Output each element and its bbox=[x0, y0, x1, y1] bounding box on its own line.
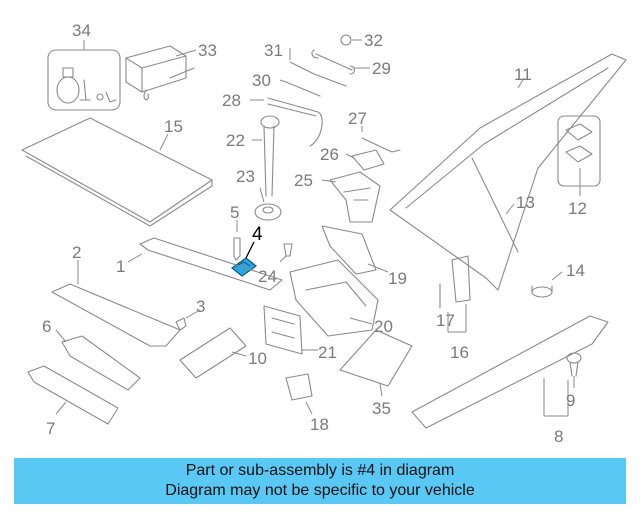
part-33-compressor bbox=[125, 45, 197, 101]
part-16-latch bbox=[439, 255, 471, 333]
callout-16: 16 bbox=[450, 343, 469, 362]
part-3-screw bbox=[175, 309, 201, 331]
callout-26: 26 bbox=[320, 145, 339, 164]
part-2-panel bbox=[51, 260, 181, 347]
part-27-link bbox=[361, 126, 401, 153]
part-19-arm bbox=[321, 225, 389, 275]
callout-27: 27 bbox=[348, 109, 367, 128]
part-8-beam bbox=[411, 315, 609, 429]
callout-12: 12 bbox=[568, 199, 587, 218]
callout-25: 25 bbox=[294, 171, 313, 190]
part-15-floor-panel bbox=[21, 117, 213, 227]
callout-31: 31 bbox=[264, 41, 283, 60]
part-21-bracket bbox=[263, 305, 318, 355]
part-34-kit bbox=[47, 40, 121, 111]
callout-8: 8 bbox=[554, 427, 563, 446]
part-13-strut bbox=[471, 157, 519, 253]
part-14-buffer bbox=[531, 271, 563, 298]
part-32-hook bbox=[340, 34, 362, 46]
callout-33: 33 bbox=[198, 41, 217, 60]
callout-32: 32 bbox=[364, 31, 383, 50]
part-25-mount bbox=[321, 171, 381, 223]
info-banner: Part or sub-assembly is #4 in diagram Di… bbox=[14, 458, 626, 504]
callout-9: 9 bbox=[566, 391, 575, 410]
part-26-bracket bbox=[345, 149, 385, 171]
callout-13: 13 bbox=[516, 193, 535, 212]
part-23-nut bbox=[254, 187, 282, 221]
part-6-bracket bbox=[55, 329, 141, 391]
part-11-lid bbox=[389, 53, 627, 291]
part-12-pads bbox=[557, 115, 601, 196]
part-18-block bbox=[285, 373, 313, 415]
part-20-housing bbox=[289, 259, 379, 337]
callout-15: 15 bbox=[164, 117, 183, 136]
callout-18: 18 bbox=[310, 415, 329, 434]
part-24-fastener bbox=[279, 243, 293, 263]
callout-35: 35 bbox=[372, 399, 391, 418]
banner-line-2: Diagram may not be specific to your vehi… bbox=[165, 482, 475, 499]
callout-23: 23 bbox=[236, 167, 255, 186]
callout-4[interactable]: 4 bbox=[252, 224, 263, 245]
part-35-bracket bbox=[339, 329, 413, 397]
callout-11: 11 bbox=[514, 65, 532, 84]
banner-line-1: Part or sub-assembly is #4 in diagram bbox=[185, 462, 455, 479]
callout-6: 6 bbox=[42, 317, 51, 336]
callout-22: 22 bbox=[226, 131, 245, 150]
part-30-bolt bbox=[279, 79, 321, 97]
part-10-retainer bbox=[179, 327, 247, 379]
callout-10: 10 bbox=[248, 349, 267, 368]
callout-28: 28 bbox=[222, 91, 241, 110]
part-7-sill bbox=[27, 365, 119, 425]
callout-29: 29 bbox=[372, 59, 391, 78]
part-9-clip bbox=[566, 352, 582, 388]
part-5-bolt bbox=[233, 220, 241, 261]
callout-5: 5 bbox=[230, 203, 239, 222]
callout-7: 7 bbox=[46, 419, 55, 438]
callout-1: 1 bbox=[116, 257, 125, 276]
part-22-jack bbox=[252, 115, 280, 197]
callout-34: 34 bbox=[72, 21, 91, 40]
callout-2: 2 bbox=[72, 243, 81, 262]
callout-14: 14 bbox=[566, 261, 585, 280]
callout-19: 19 bbox=[388, 269, 407, 288]
callout-3: 3 bbox=[196, 297, 205, 316]
part-1-trim bbox=[127, 237, 283, 291]
callout-17: 17 bbox=[436, 311, 455, 330]
part-31-screwdriver bbox=[289, 48, 347, 87]
callout-24: 24 bbox=[258, 267, 277, 286]
part-28-handle bbox=[250, 97, 323, 147]
part-29-wrench bbox=[311, 49, 370, 75]
callout-30: 30 bbox=[252, 71, 271, 90]
callout-21: 21 bbox=[318, 343, 337, 362]
